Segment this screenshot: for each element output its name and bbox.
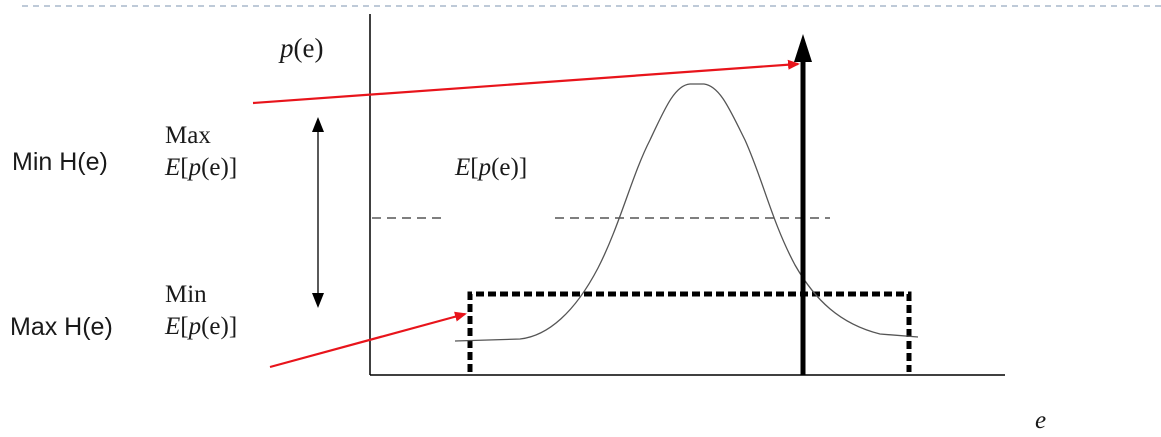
- min-entropy-label: Min H(e): [12, 148, 108, 176]
- y-axis-label: p(e): [280, 33, 323, 64]
- max-expectation-expr: E[p(e)]: [165, 154, 238, 181]
- max-expectation-word: Max: [165, 122, 211, 149]
- entropy-range-arrow-up: [312, 117, 324, 132]
- red-arrow-to-spike: [252, 59, 800, 105]
- min-expectation-word: Min: [165, 281, 207, 308]
- gaussian-curve: [454, 83, 919, 342]
- uniform-distribution: [467, 291, 912, 372]
- max-entropy-label: Max H(e): [10, 313, 113, 341]
- x-axis-label: e: [1035, 407, 1047, 434]
- delta-spike-arrowhead: [794, 34, 812, 62]
- entropy-range-arrow-down: [312, 293, 324, 308]
- y-axis-label-arg: (e): [293, 33, 324, 63]
- min-expectation-expr: E[p(e)]: [165, 313, 238, 340]
- red-arrow-to-uniform: [269, 311, 467, 369]
- y-axis-label-func: p: [280, 33, 294, 63]
- center-expectation-expr: E[p(e)]: [455, 154, 528, 181]
